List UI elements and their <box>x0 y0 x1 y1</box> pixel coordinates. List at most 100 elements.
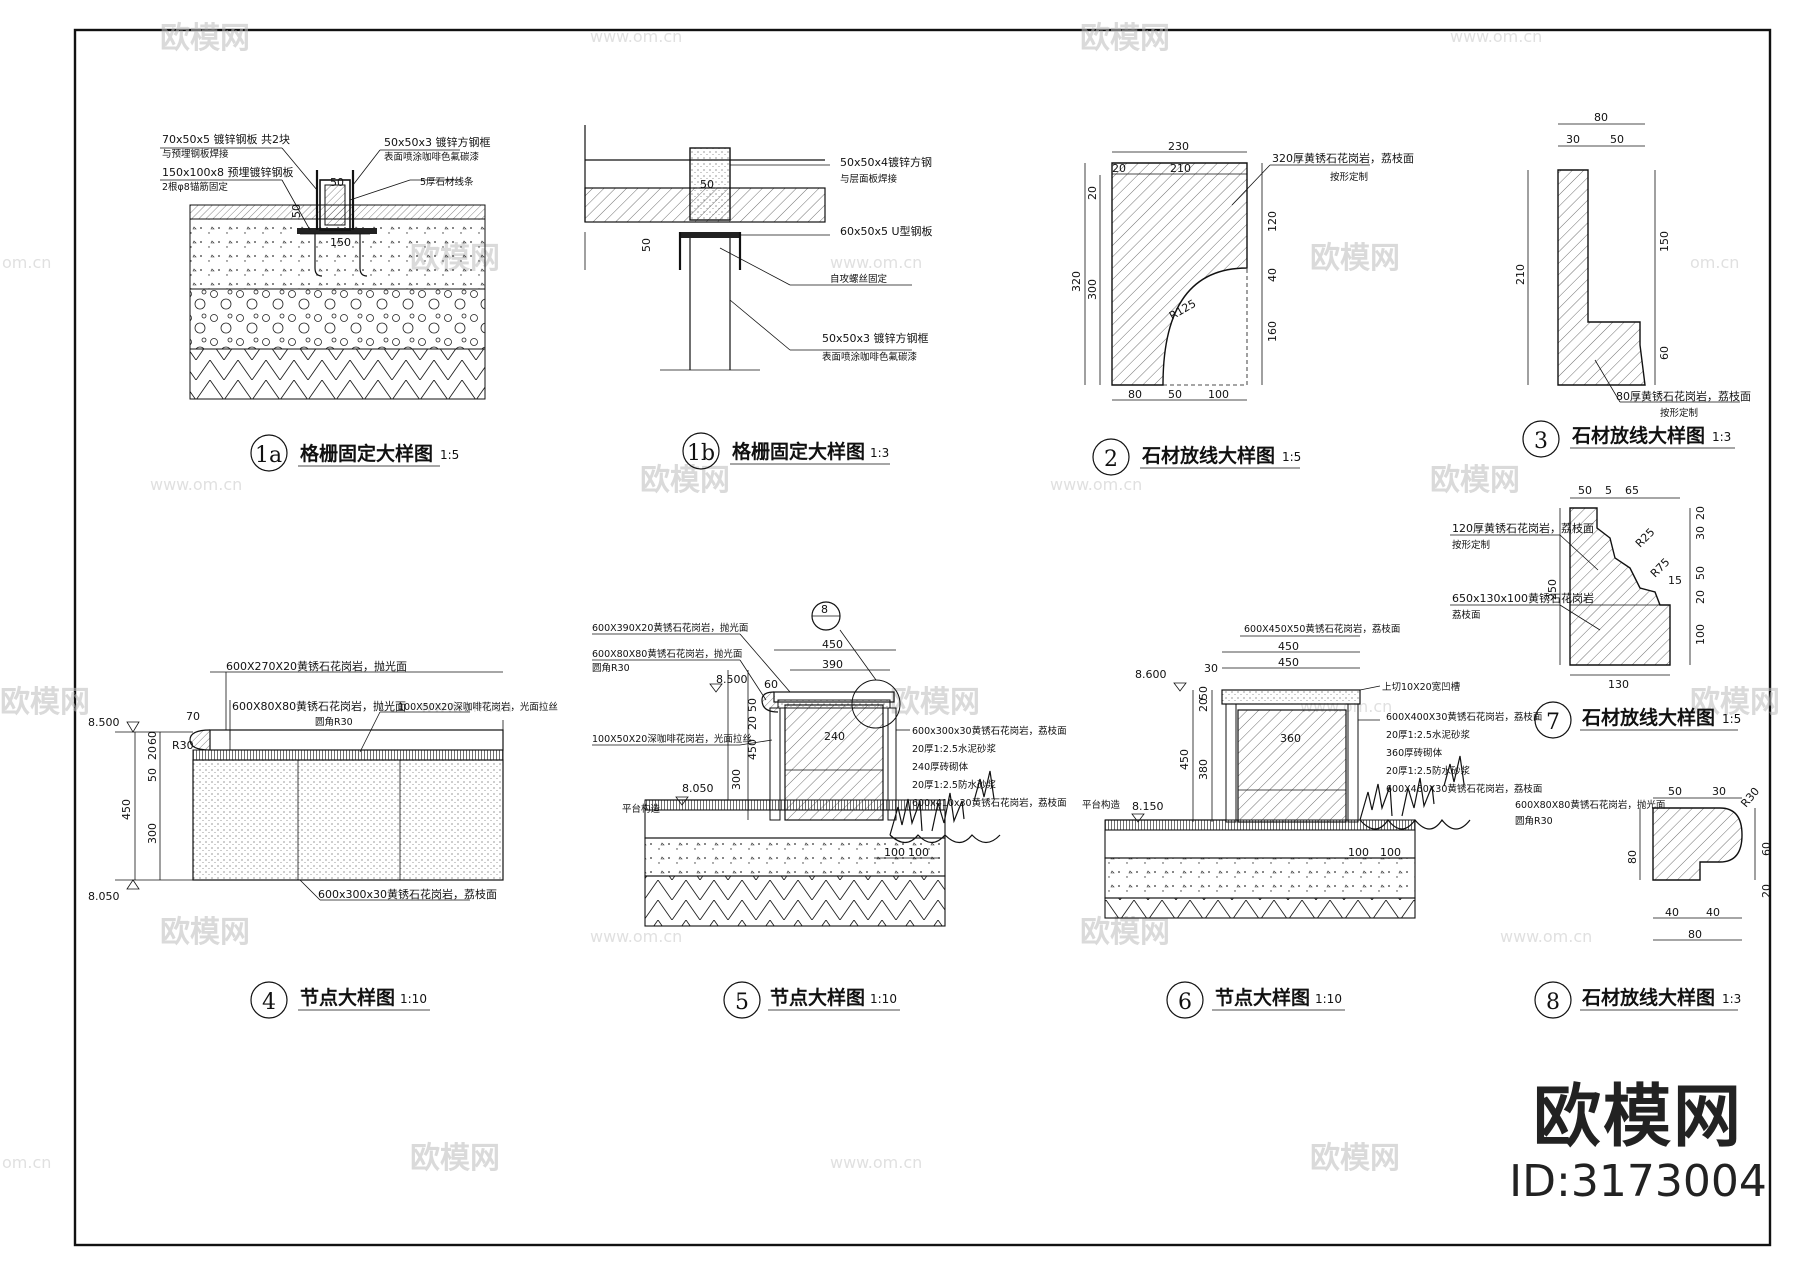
svg-text:600X450X50黄锈石花岗岩，荔枝面: 600X450X50黄锈石花岗岩，荔枝面 <box>1244 623 1400 635</box>
svg-text:圆角R30: 圆角R30 <box>1515 815 1553 827</box>
svg-text:8.050: 8.050 <box>682 782 714 795</box>
svg-text:20厚1:2.5防水砂浆: 20厚1:2.5防水砂浆 <box>1386 765 1470 777</box>
drawing-frame <box>73 28 1772 1247</box>
svg-text:50x50x3 镀锌方钢框: 50x50x3 镀锌方钢框 <box>384 135 491 149</box>
svg-text:250: 250 <box>1546 579 1559 600</box>
detail-8: 50 30 R30 80 60 20 40 40 80 600X80X80黄锈石… <box>1515 785 1773 1019</box>
svg-text:圆角R30: 圆角R30 <box>315 716 353 728</box>
svg-text:5厚石材线条: 5厚石材线条 <box>420 176 474 188</box>
svg-text:按形定制: 按形定制 <box>1330 171 1368 183</box>
svg-text:石材放线大样图: 石材放线大样图 <box>1581 706 1715 729</box>
svg-text:50: 50 <box>290 204 303 218</box>
svg-text:30: 30 <box>1694 526 1707 540</box>
svg-text:7: 7 <box>1546 710 1560 735</box>
svg-text:50x50x3 镀锌方钢框: 50x50x3 镀锌方钢框 <box>822 331 929 345</box>
detail-number-circle <box>723 981 761 1019</box>
svg-text:1:10: 1:10 <box>400 992 427 1006</box>
svg-text:120: 120 <box>1266 211 1279 232</box>
svg-text:om.cn: om.cn <box>2 253 51 272</box>
svg-text:平台构造: 平台构造 <box>622 803 661 815</box>
svg-text:80: 80 <box>1688 928 1702 941</box>
svg-text:50: 50 <box>1694 566 1707 580</box>
svg-text:600X270X20黄锈石花岗岩，抛光面: 600X270X20黄锈石花岗岩，抛光面 <box>226 659 407 673</box>
brand-name: 欧模网 <box>1532 1078 1743 1157</box>
svg-text:600X80X80黄锈石花岗岩，抛光面: 600X80X80黄锈石花岗岩，抛光面 <box>232 699 406 713</box>
svg-text:600X390X20黄锈石花岗岩，抛光面: 600X390X20黄锈石花岗岩，抛光面 <box>592 622 748 634</box>
svg-text:www.om.cn: www.om.cn <box>590 927 682 946</box>
svg-text:6: 6 <box>1178 990 1192 1015</box>
svg-text:节点大样图: 节点大样图 <box>1215 986 1310 1009</box>
detail-2: 230 20 210 320 300 20 120 40 160 R125 80… <box>1070 140 1414 476</box>
detail-number-circle <box>1092 438 1130 476</box>
svg-text:300: 300 <box>146 823 159 844</box>
svg-text:欧模网: 欧模网 <box>890 685 980 720</box>
svg-text:15: 15 <box>1668 574 1682 587</box>
svg-text:100: 100 <box>908 846 929 859</box>
svg-text:450: 450 <box>1278 640 1299 653</box>
svg-text:600x410x30黄锈石花岗岩，荔枝面: 600x410x30黄锈石花岗岩，荔枝面 <box>912 797 1067 809</box>
svg-text:www.om.cn: www.om.cn <box>420 697 512 716</box>
detail-7: 50 5 65 R25 R75 15 250 130 100 20 30 20 … <box>1450 484 1741 739</box>
svg-text:450: 450 <box>1178 749 1191 770</box>
detail-number-circle <box>1534 981 1572 1019</box>
svg-text:1a: 1a <box>255 443 282 468</box>
svg-text:20: 20 <box>1112 162 1126 175</box>
svg-text:20厚1:2.5防水砂浆: 20厚1:2.5防水砂浆 <box>912 779 996 791</box>
svg-text:20: 20 <box>1694 506 1707 520</box>
brand-stamp: 欧模网 ID:3173004 <box>1508 1080 1768 1208</box>
svg-text:表面喷涂咖啡色氟碳漆: 表面喷涂咖啡色氟碳漆 <box>384 151 480 163</box>
svg-text:600X80X80黄锈石花岗岩，抛光面: 600X80X80黄锈石花岗岩，抛光面 <box>592 648 742 660</box>
svg-text:100: 100 <box>1208 388 1229 401</box>
svg-text:3: 3 <box>1534 429 1548 454</box>
svg-text:www.om.cn: www.om.cn <box>1500 927 1592 946</box>
svg-text:100X50X20深咖啡花岗岩，光面拉丝: 100X50X20深咖啡花岗岩，光面拉丝 <box>592 733 752 745</box>
svg-text:欧模网: 欧模网 <box>0 685 90 720</box>
svg-text:450: 450 <box>1278 656 1299 669</box>
detail-number-circle <box>250 434 288 472</box>
svg-text:荔枝面: 荔枝面 <box>1452 609 1481 621</box>
svg-text:自攻螺丝固定: 自攻螺丝固定 <box>830 273 888 285</box>
svg-text:1:5: 1:5 <box>440 448 459 462</box>
svg-text:欧模网: 欧模网 <box>1690 685 1780 720</box>
svg-text:上切10X20宽凹槽: 上切10X20宽凹槽 <box>1382 681 1461 693</box>
svg-text:50: 50 <box>746 698 759 712</box>
svg-text:与层面板焊接: 与层面板焊接 <box>840 173 898 185</box>
svg-text:150x100x8 预埋镀锌钢板: 150x100x8 预埋镀锌钢板 <box>162 165 294 179</box>
svg-text:50: 50 <box>640 238 653 252</box>
svg-text:欧模网: 欧模网 <box>410 1141 500 1176</box>
svg-text:按形定制: 按形定制 <box>1660 407 1698 419</box>
svg-text:8.500: 8.500 <box>88 716 120 729</box>
svg-text:欧模网: 欧模网 <box>160 915 250 950</box>
svg-text:80: 80 <box>1594 111 1608 124</box>
svg-text:8.150: 8.150 <box>1132 800 1164 813</box>
svg-text:210: 210 <box>1514 264 1527 285</box>
svg-text:240: 240 <box>824 730 845 743</box>
svg-text:100: 100 <box>884 846 905 859</box>
detail-number-circle <box>1534 701 1572 739</box>
svg-text:120厚黄锈石花岗岩，荔枝面: 120厚黄锈石花岗岩，荔枝面 <box>1452 521 1594 535</box>
svg-text:60: 60 <box>1760 842 1773 856</box>
svg-text:石材放线大样图: 石材放线大样图 <box>1571 424 1705 447</box>
svg-text:150: 150 <box>330 236 351 249</box>
svg-text:www.om.cn: www.om.cn <box>1450 27 1542 46</box>
svg-text:50: 50 <box>1168 388 1182 401</box>
svg-text:om.cn: om.cn <box>1690 253 1739 272</box>
svg-text:欧模网: 欧模网 <box>1080 915 1170 950</box>
svg-text:210: 210 <box>1170 162 1191 175</box>
svg-text:20: 20 <box>1760 884 1773 898</box>
svg-text:石材放线大样图: 石材放线大样图 <box>1141 444 1275 467</box>
svg-text:80: 80 <box>1128 388 1142 401</box>
brand-id: ID:3173004 <box>1509 1156 1767 1207</box>
svg-text:450: 450 <box>746 739 759 760</box>
svg-text:om.cn: om.cn <box>2 1153 51 1172</box>
svg-text:360: 360 <box>1280 732 1301 745</box>
svg-text:450: 450 <box>120 799 133 820</box>
detail-5: 8 8.500 8.050 450 390 60 240 450 300 100… <box>592 601 1067 1019</box>
svg-text:1b: 1b <box>687 441 715 466</box>
svg-text:160: 160 <box>1266 321 1279 342</box>
svg-text:欧模网: 欧模网 <box>1430 463 1520 498</box>
svg-text:50: 50 <box>330 176 344 189</box>
svg-text:380: 380 <box>1197 759 1210 780</box>
svg-text:2根φ8锚筋固定: 2根φ8锚筋固定 <box>162 181 228 193</box>
svg-text:www.om.cn: www.om.cn <box>830 253 922 272</box>
